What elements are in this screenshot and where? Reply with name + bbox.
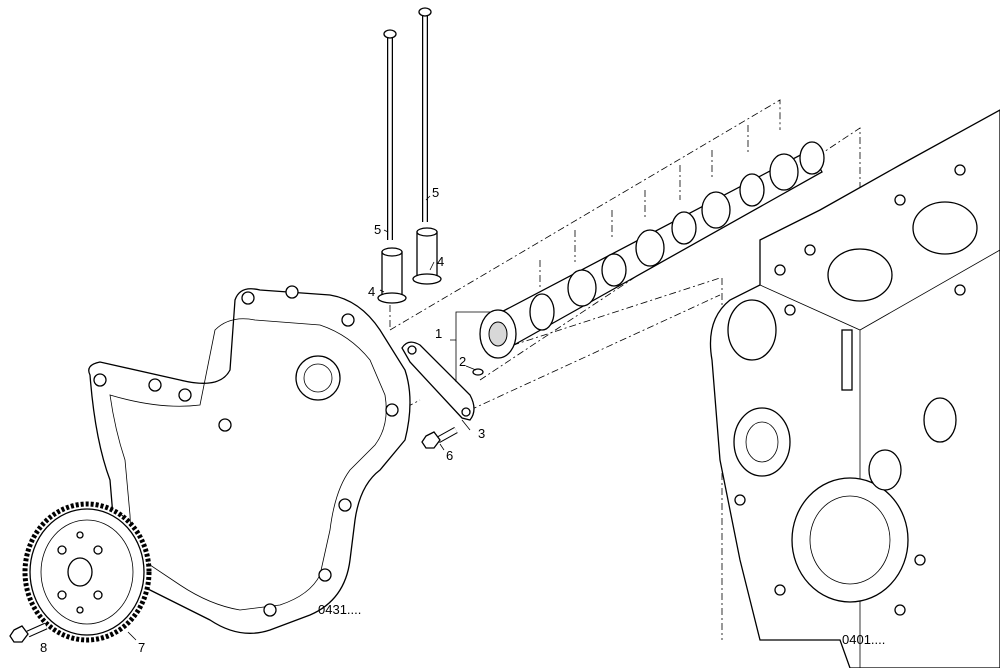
callout-1: 1	[435, 326, 442, 341]
leader-lines	[127, 195, 490, 641]
callout-8: 8	[40, 640, 47, 655]
callout-6: 6	[446, 448, 453, 463]
camshaft	[479, 141, 825, 359]
callout-4-left: 4	[368, 284, 375, 299]
tappet-left	[377, 247, 407, 304]
cover-reference: 0431....	[318, 602, 361, 617]
push-rod-right	[418, 7, 432, 222]
callout-7: 7	[138, 640, 145, 655]
callout-4-right: 4	[437, 254, 444, 269]
block-reference: 0401....	[842, 632, 885, 647]
thrust-plate	[401, 341, 475, 421]
callout-labels: 1 2 3 4 4 5 5 6 7 8	[40, 185, 485, 655]
push-rod-left	[383, 29, 397, 240]
callout-2: 2	[459, 354, 466, 369]
callout-5-left: 5	[374, 222, 381, 237]
callout-5-right: 5	[432, 185, 439, 200]
callout-3: 3	[478, 426, 485, 441]
bolt-8	[9, 622, 48, 643]
timing-gear	[22, 501, 152, 643]
dowel-pin	[472, 368, 484, 376]
bolt-6	[421, 426, 458, 449]
engine-block	[709, 109, 1000, 668]
